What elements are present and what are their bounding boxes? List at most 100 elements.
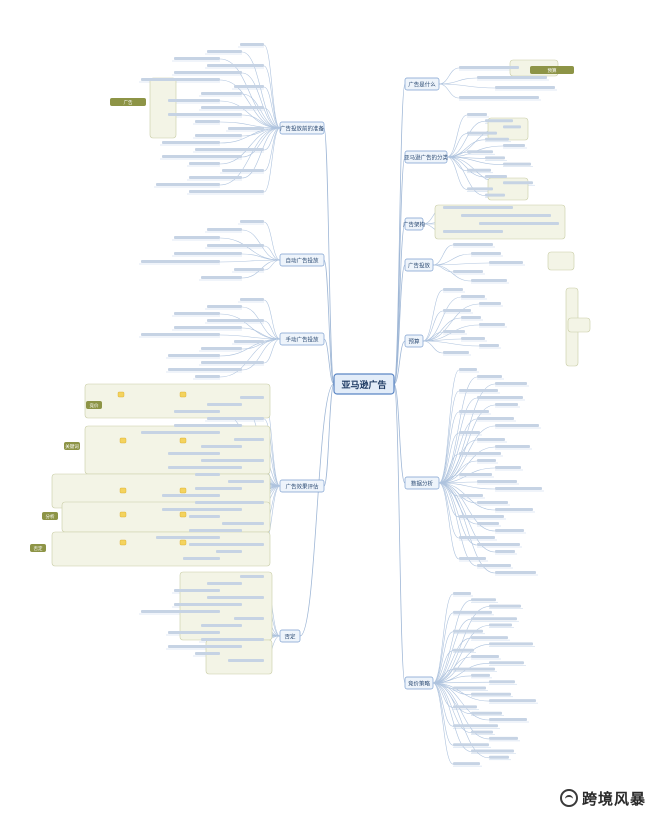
connector — [241, 338, 281, 371]
connector — [438, 369, 460, 484]
leaf-text-bar — [195, 487, 242, 490]
leaf-text-bar — [471, 730, 493, 734]
leaf-text-bar — [240, 298, 264, 301]
flag-icon — [179, 391, 187, 398]
leaf-text-bar — [234, 268, 264, 271]
connector — [438, 390, 460, 484]
tag-t4: 分析 — [42, 512, 58, 520]
leaf-text-bar — [141, 333, 220, 336]
branch-l2[interactable]: 自动广告投放 — [279, 253, 325, 267]
center-node[interactable]: 亚马逊广告 — [333, 373, 395, 395]
flag-icon — [117, 391, 125, 398]
leaf-text-bar — [162, 494, 220, 497]
connector — [263, 320, 281, 340]
flag-icon — [119, 487, 127, 494]
connector — [323, 338, 335, 385]
connector — [446, 156, 468, 190]
leaf-text-bar — [443, 330, 465, 333]
leaf-text-bar — [471, 711, 502, 715]
note-panel — [84, 383, 271, 419]
leaf-text-bar — [174, 57, 220, 60]
leaf-text-bar — [459, 368, 477, 371]
leaf-text-bar — [207, 403, 242, 406]
watermark: 跨境风暴 — [560, 787, 660, 809]
leaf-text-bar — [485, 193, 505, 197]
branch-r5[interactable]: 预算 — [404, 334, 424, 348]
leaf-text-bar — [489, 680, 515, 684]
leaf-text-bar — [459, 66, 519, 69]
watermark-text: 跨境风暴 — [582, 789, 647, 808]
tag-label: 竞价 — [90, 402, 99, 409]
leaf-text-bar — [461, 316, 481, 319]
branch-r7[interactable]: 竞价策略 — [404, 676, 434, 690]
branch-l5[interactable]: 否定 — [279, 629, 301, 643]
leaf-text-bar — [201, 361, 264, 364]
connector — [432, 682, 490, 721]
leaf-text-bar — [207, 582, 242, 585]
leaf-text-bar — [459, 96, 539, 99]
branch-label: 广告投放前的准备 — [280, 125, 325, 133]
leaf-text-bar — [453, 592, 471, 595]
connector — [219, 237, 281, 261]
leaf-text-bar — [503, 181, 533, 185]
branch-l4[interactable]: 广告效果评估 — [279, 479, 325, 493]
connector — [263, 127, 281, 193]
leaf-text-bar — [189, 190, 264, 193]
leaf-text-bar — [195, 501, 264, 504]
branch-r1[interactable]: 广告是什么 — [404, 77, 440, 91]
leaf-text-bar — [174, 424, 242, 427]
connector — [219, 259, 281, 263]
leaf-text-bar — [240, 575, 264, 578]
branch-l1[interactable]: 广告投放前的准备 — [279, 121, 325, 135]
leaf-text-bar — [467, 187, 493, 191]
leaf-text-bar — [503, 125, 521, 129]
leaf-lines — [139, 44, 561, 767]
leaf-text-bar — [453, 629, 483, 633]
leaf-text-bar — [495, 571, 536, 574]
connector — [446, 133, 468, 158]
leaf-text-bar — [477, 480, 517, 483]
leaf-text-bar — [168, 466, 242, 469]
leaf-text-bar — [222, 522, 264, 525]
leaf-text-bar — [174, 326, 242, 329]
branch-label: 否定 — [284, 633, 296, 641]
connector — [432, 682, 490, 702]
tag-label: 关键词 — [65, 443, 79, 450]
leaf-text-bar — [240, 43, 264, 46]
connector — [241, 93, 281, 129]
branch-r6[interactable]: 数据分析 — [404, 476, 440, 490]
leaf-text-bar — [489, 642, 533, 646]
leaf-text-bar — [174, 603, 242, 606]
leaf-text-bar — [207, 305, 242, 308]
branch-r2[interactable]: 亚马逊广告的分类 — [404, 150, 449, 164]
leaf-text-bar — [453, 648, 474, 652]
connector — [446, 156, 486, 196]
leaf-text-bar — [195, 120, 220, 123]
leaf-text-bar — [207, 50, 242, 53]
leaf-text-bar — [443, 230, 503, 233]
connector — [432, 253, 472, 266]
branch-r3[interactable]: 广告架构 — [403, 217, 426, 231]
leaf-text-bar — [201, 276, 242, 279]
branch-l3[interactable]: 手动广告投放 — [279, 332, 325, 346]
branch-r4[interactable]: 广告投放 — [404, 258, 434, 272]
leaf-text-bar — [168, 368, 242, 371]
leaf-text-bar — [471, 598, 496, 602]
leaf-text-bar — [489, 718, 527, 721]
branch-label: 手动广告投放 — [285, 336, 319, 344]
branch-label: 广告效果评估 — [285, 483, 319, 491]
leaf-text-bar — [459, 515, 504, 518]
leaf-text-bar — [467, 113, 487, 116]
leaf-text-bar — [228, 480, 264, 483]
leaf-text-bar — [489, 736, 518, 740]
leaf-text-bar — [479, 344, 499, 347]
leaf-text-bar — [174, 236, 220, 239]
leaf-text-bar — [195, 375, 220, 378]
connector — [438, 482, 496, 532]
connector — [263, 245, 281, 261]
branch-label: 数据分析 — [411, 480, 434, 488]
connector — [438, 439, 478, 484]
leaf-text-bar — [453, 667, 495, 671]
connector — [263, 221, 281, 261]
leaf-text-bar — [489, 604, 521, 608]
